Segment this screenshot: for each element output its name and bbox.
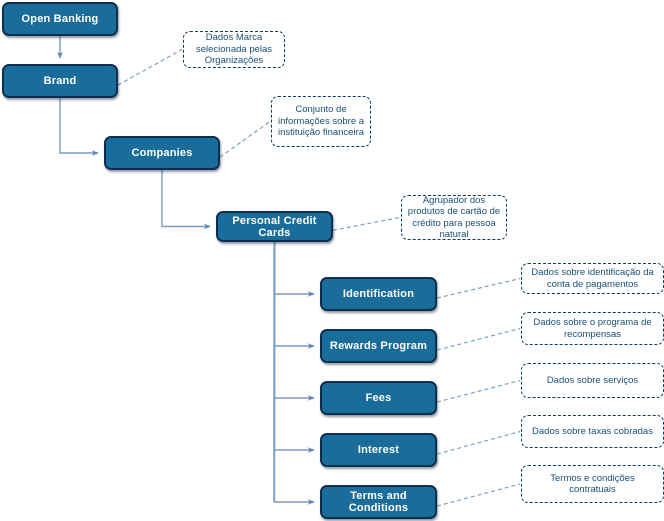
node-interest[interactable]: Interest bbox=[320, 433, 437, 467]
annotation-text: Dados sobre identificação da conta de pa… bbox=[531, 267, 654, 290]
node-label: Brand bbox=[43, 75, 77, 87]
node-fees[interactable]: Fees bbox=[320, 381, 437, 415]
edge-brand-to-note-brand bbox=[117, 48, 183, 86]
edge-personal-credit-cards-to-terms-and-conditions bbox=[273, 242, 315, 505]
edge-personal-credit-cards-to-fees bbox=[273, 242, 315, 401]
node-identification[interactable]: Identification bbox=[320, 277, 437, 311]
annotation-note-interest: Dados sobre taxas cobradas bbox=[521, 415, 664, 448]
edge-interest-to-note-interest bbox=[436, 430, 521, 455]
node-brand[interactable]: Brand bbox=[2, 64, 118, 98]
annotation-text: Dados Marca selecionada pelas Organizaçõ… bbox=[195, 32, 273, 67]
node-terms-and-conditions[interactable]: Terms and Conditions bbox=[320, 485, 437, 519]
annotation-text: Dados sobre o programa de recompensas bbox=[533, 317, 652, 340]
edge-identification-to-note-identification bbox=[436, 277, 521, 299]
annotation-text: Dados sobre serviços bbox=[546, 374, 639, 386]
node-label: Identification bbox=[342, 288, 415, 300]
node-personal-credit-cards[interactable]: Personal Credit Cards bbox=[216, 211, 333, 242]
annotation-text: Termos e condições contratuais bbox=[550, 472, 635, 496]
annotation-note-identification: Dados sobre identificação da conta de pa… bbox=[521, 263, 664, 294]
annotation-text: Agrupador dos produtos de cartão de créd… bbox=[407, 194, 501, 241]
annotation-note-personal-credit-cards: Agrupador dos produtos de cartão de créd… bbox=[401, 195, 507, 240]
node-label: Terms and Conditions bbox=[348, 490, 409, 514]
node-label: Personal Credit Cards bbox=[232, 214, 317, 239]
edge-personal-credit-cards-to-rewards-program bbox=[273, 242, 315, 349]
node-label: Rewards Program bbox=[329, 340, 428, 352]
edge-personal-credit-cards-to-interest bbox=[273, 242, 315, 453]
edge-brand-to-companies bbox=[59, 98, 99, 156]
annotation-note-brand: Dados Marca selecionada pelas Organizaçõ… bbox=[183, 31, 285, 68]
node-rewards-program[interactable]: Rewards Program bbox=[320, 329, 437, 363]
annotation-note-terms-and-conditions: Termos e condições contratuais bbox=[521, 465, 664, 503]
node-label: Open Banking bbox=[21, 13, 99, 25]
node-open-banking[interactable]: Open Banking bbox=[2, 2, 118, 36]
annotation-note-fees: Dados sobre serviços bbox=[521, 363, 664, 398]
annotation-text: Conjunto de informações sobre a institui… bbox=[277, 104, 365, 139]
node-label: Interest bbox=[357, 444, 400, 456]
node-label: Fees bbox=[365, 392, 392, 404]
edge-fees-to-note-fees bbox=[436, 379, 521, 403]
edge-terms-and-conditions-to-note-terms-and-conditions bbox=[436, 483, 521, 507]
annotation-text: Dados sobre taxas cobradas bbox=[532, 425, 653, 437]
edge-personal-credit-cards-to-identification bbox=[273, 242, 315, 297]
node-label: Companies bbox=[131, 147, 193, 159]
edge-companies-to-personal-credit-cards bbox=[161, 170, 211, 230]
edge-spine bbox=[273, 242, 276, 502]
annotation-note-companies: Conjunto de informações sobre a institui… bbox=[271, 96, 371, 147]
edge-companies-to-note-companies bbox=[219, 121, 271, 158]
edge-rewards-program-to-note-rewards-program bbox=[436, 327, 521, 351]
edge-personal-credit-cards-to-note-personal-credit-cards bbox=[332, 216, 401, 231]
node-companies[interactable]: Companies bbox=[104, 136, 220, 170]
annotation-note-rewards-program: Dados sobre o programa de recompensas bbox=[521, 312, 664, 345]
